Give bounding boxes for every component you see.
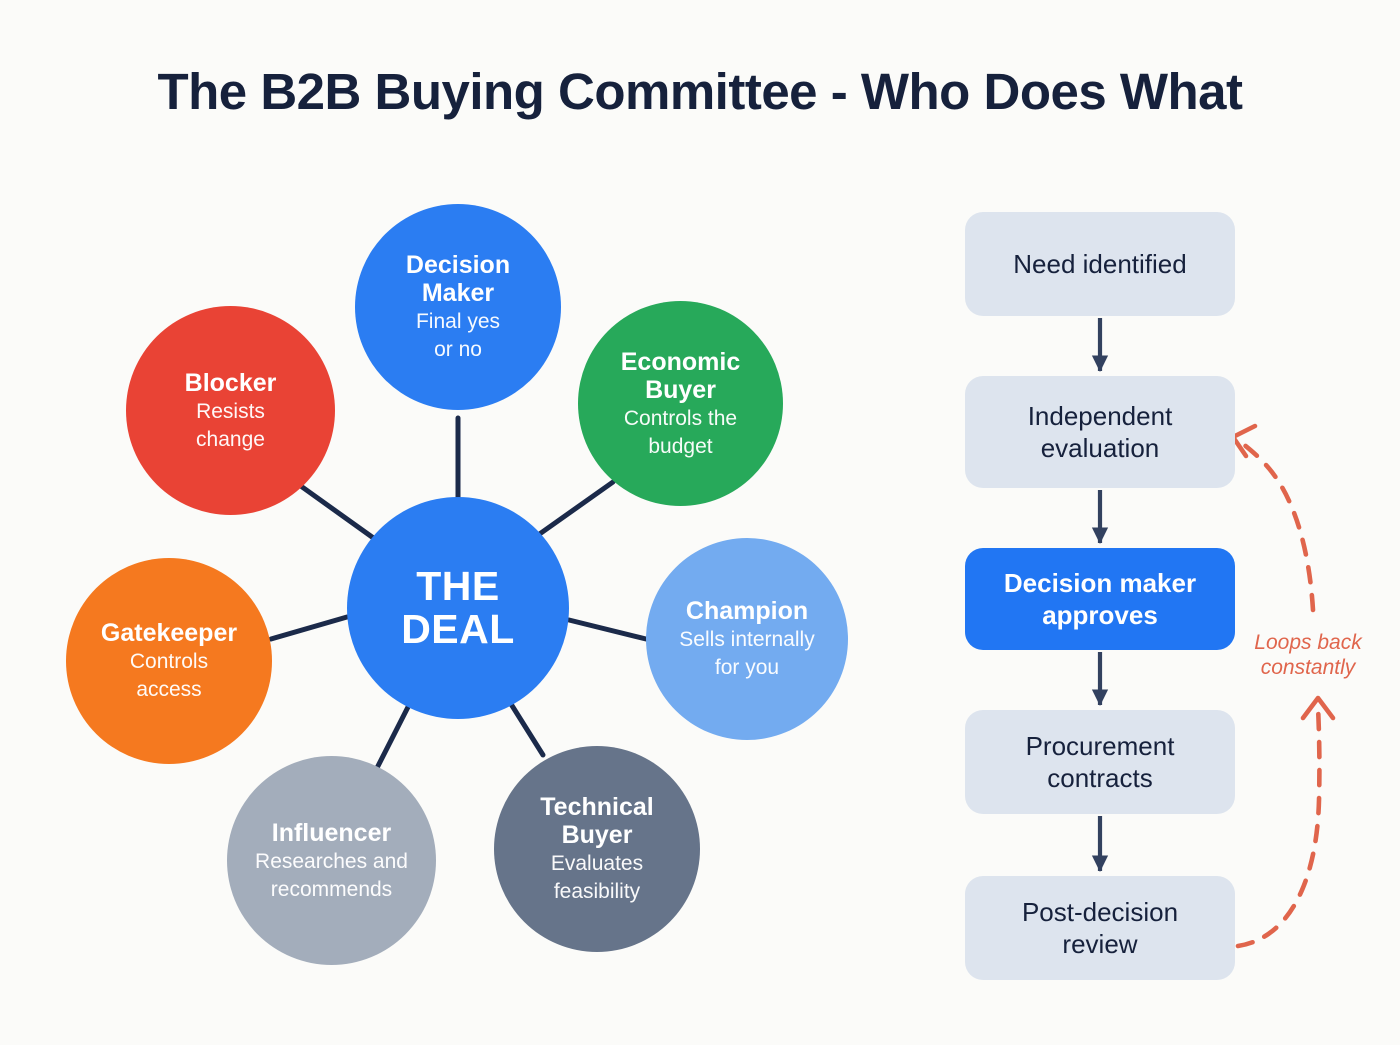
- loop-back-arrowhead-upper: [1230, 423, 1258, 459]
- flow-step-label-line2: contracts: [1047, 763, 1153, 793]
- role-desc-line2: budget: [648, 434, 713, 458]
- flow-step-label-line1: Procurement: [1025, 730, 1175, 761]
- buying-committee-hub-diagram: THE DEAL Decision Maker Final yes or no …: [66, 204, 848, 965]
- role-desc-line2: recommends: [270, 877, 393, 901]
- role-title-line1: Champion: [685, 597, 809, 626]
- page-title: The B2B Buying Committee - Who Does What: [157, 63, 1243, 120]
- spoke-line-champion: [566, 617, 649, 642]
- hub-center-line2: DEAL: [401, 606, 515, 652]
- hub-center-line1: THE: [416, 562, 500, 609]
- flow-step-procurement-contracts[interactable]: Procurement contracts: [965, 710, 1235, 814]
- flow-step-label-line1: Post-decision: [1021, 896, 1179, 927]
- flow-step-label-line1: Independent: [1027, 400, 1173, 431]
- role-title-line1: Gatekeeper: [100, 619, 238, 648]
- loop-back-curve-upper: [1239, 440, 1316, 613]
- flow-step-need-identified[interactable]: Need identified: [965, 212, 1235, 316]
- loop-back-curve-lower: [1235, 703, 1322, 949]
- role-node-gatekeeper[interactable]: Gatekeeper Controls access: [66, 558, 272, 764]
- flow-step-label-line2: approves: [1042, 600, 1158, 630]
- flow-step-independent-evaluation[interactable]: Independent evaluation: [965, 376, 1235, 488]
- flow-step-label-line1: Decision maker: [1003, 567, 1197, 598]
- role-desc-line2: access: [136, 678, 202, 701]
- role-title-line2: Maker: [421, 279, 495, 308]
- loop-back-arrowhead-lower: [1300, 695, 1336, 721]
- spoke-line-technical-buyer: [508, 701, 546, 758]
- role-title-line2: Buyer: [645, 375, 716, 404]
- hub-center-the-deal[interactable]: THE DEAL: [347, 497, 569, 719]
- role-desc-line1: Controls the: [623, 406, 738, 430]
- role-desc-line1: Controls: [129, 650, 209, 674]
- spoke-line-influencer: [374, 704, 411, 771]
- flow-step-label: Post-decision review: [1022, 896, 1178, 960]
- role-desc-line1: Final yes: [415, 310, 501, 334]
- role-title-line1: Technical: [540, 793, 654, 822]
- role-desc-line1: Sells internally: [679, 628, 815, 652]
- flow-step-label: Procurement contracts: [1026, 730, 1175, 794]
- role-desc-line2: for you: [714, 656, 780, 679]
- role-desc-line2: or no: [434, 338, 482, 361]
- flow-step-label: Independent evaluation: [1028, 400, 1173, 464]
- role-node-champion[interactable]: Champion Sells internally for you: [646, 538, 848, 740]
- buying-process-flow-diagram: Need identified Independent evaluation D…: [930, 0, 1400, 1045]
- role-node-influencer[interactable]: Influencer Researches and recommends: [227, 756, 436, 965]
- role-node-blocker[interactable]: Blocker Resists change: [126, 306, 335, 515]
- role-title-line2: Buyer: [561, 821, 633, 850]
- role-title-line1: Influencer: [271, 818, 392, 847]
- loop-back-label: Loops back constantly: [1228, 630, 1388, 680]
- role-title-line1: Decision: [405, 251, 511, 280]
- role-node-decision-maker[interactable]: Decision Maker Final yes or no: [355, 204, 561, 410]
- role-node-economic-buyer[interactable]: Economic Buyer Controls the budget: [578, 301, 783, 506]
- flow-step-label-line2: evaluation: [1040, 433, 1160, 463]
- role-title-line1: Economic: [620, 347, 741, 376]
- flow-step-label: Need identified: [1013, 248, 1187, 279]
- role-desc-line1: Resists: [196, 399, 265, 423]
- role-title-line1: Blocker: [184, 368, 277, 397]
- loop-back-label-line2: constantly: [1260, 656, 1356, 680]
- loop-back-label-line1: Loops back: [1254, 631, 1362, 654]
- role-desc-line2: feasibility: [553, 880, 641, 903]
- flow-step-label-line2: review: [1062, 929, 1138, 959]
- spoke-line-gatekeeper: [268, 614, 350, 642]
- flow-step-post-decision-review[interactable]: Post-decision review: [965, 876, 1235, 980]
- role-desc-line2: change: [196, 427, 265, 451]
- role-desc-line1: Researches and: [255, 849, 408, 873]
- role-node-technical-buyer[interactable]: Technical Buyer Evaluates feasibility: [494, 746, 700, 952]
- flow-step-label: Decision maker approves: [1004, 567, 1196, 631]
- role-desc-line1: Evaluates: [550, 852, 644, 876]
- flow-step-decision-maker-approves[interactable]: Decision maker approves: [965, 548, 1235, 650]
